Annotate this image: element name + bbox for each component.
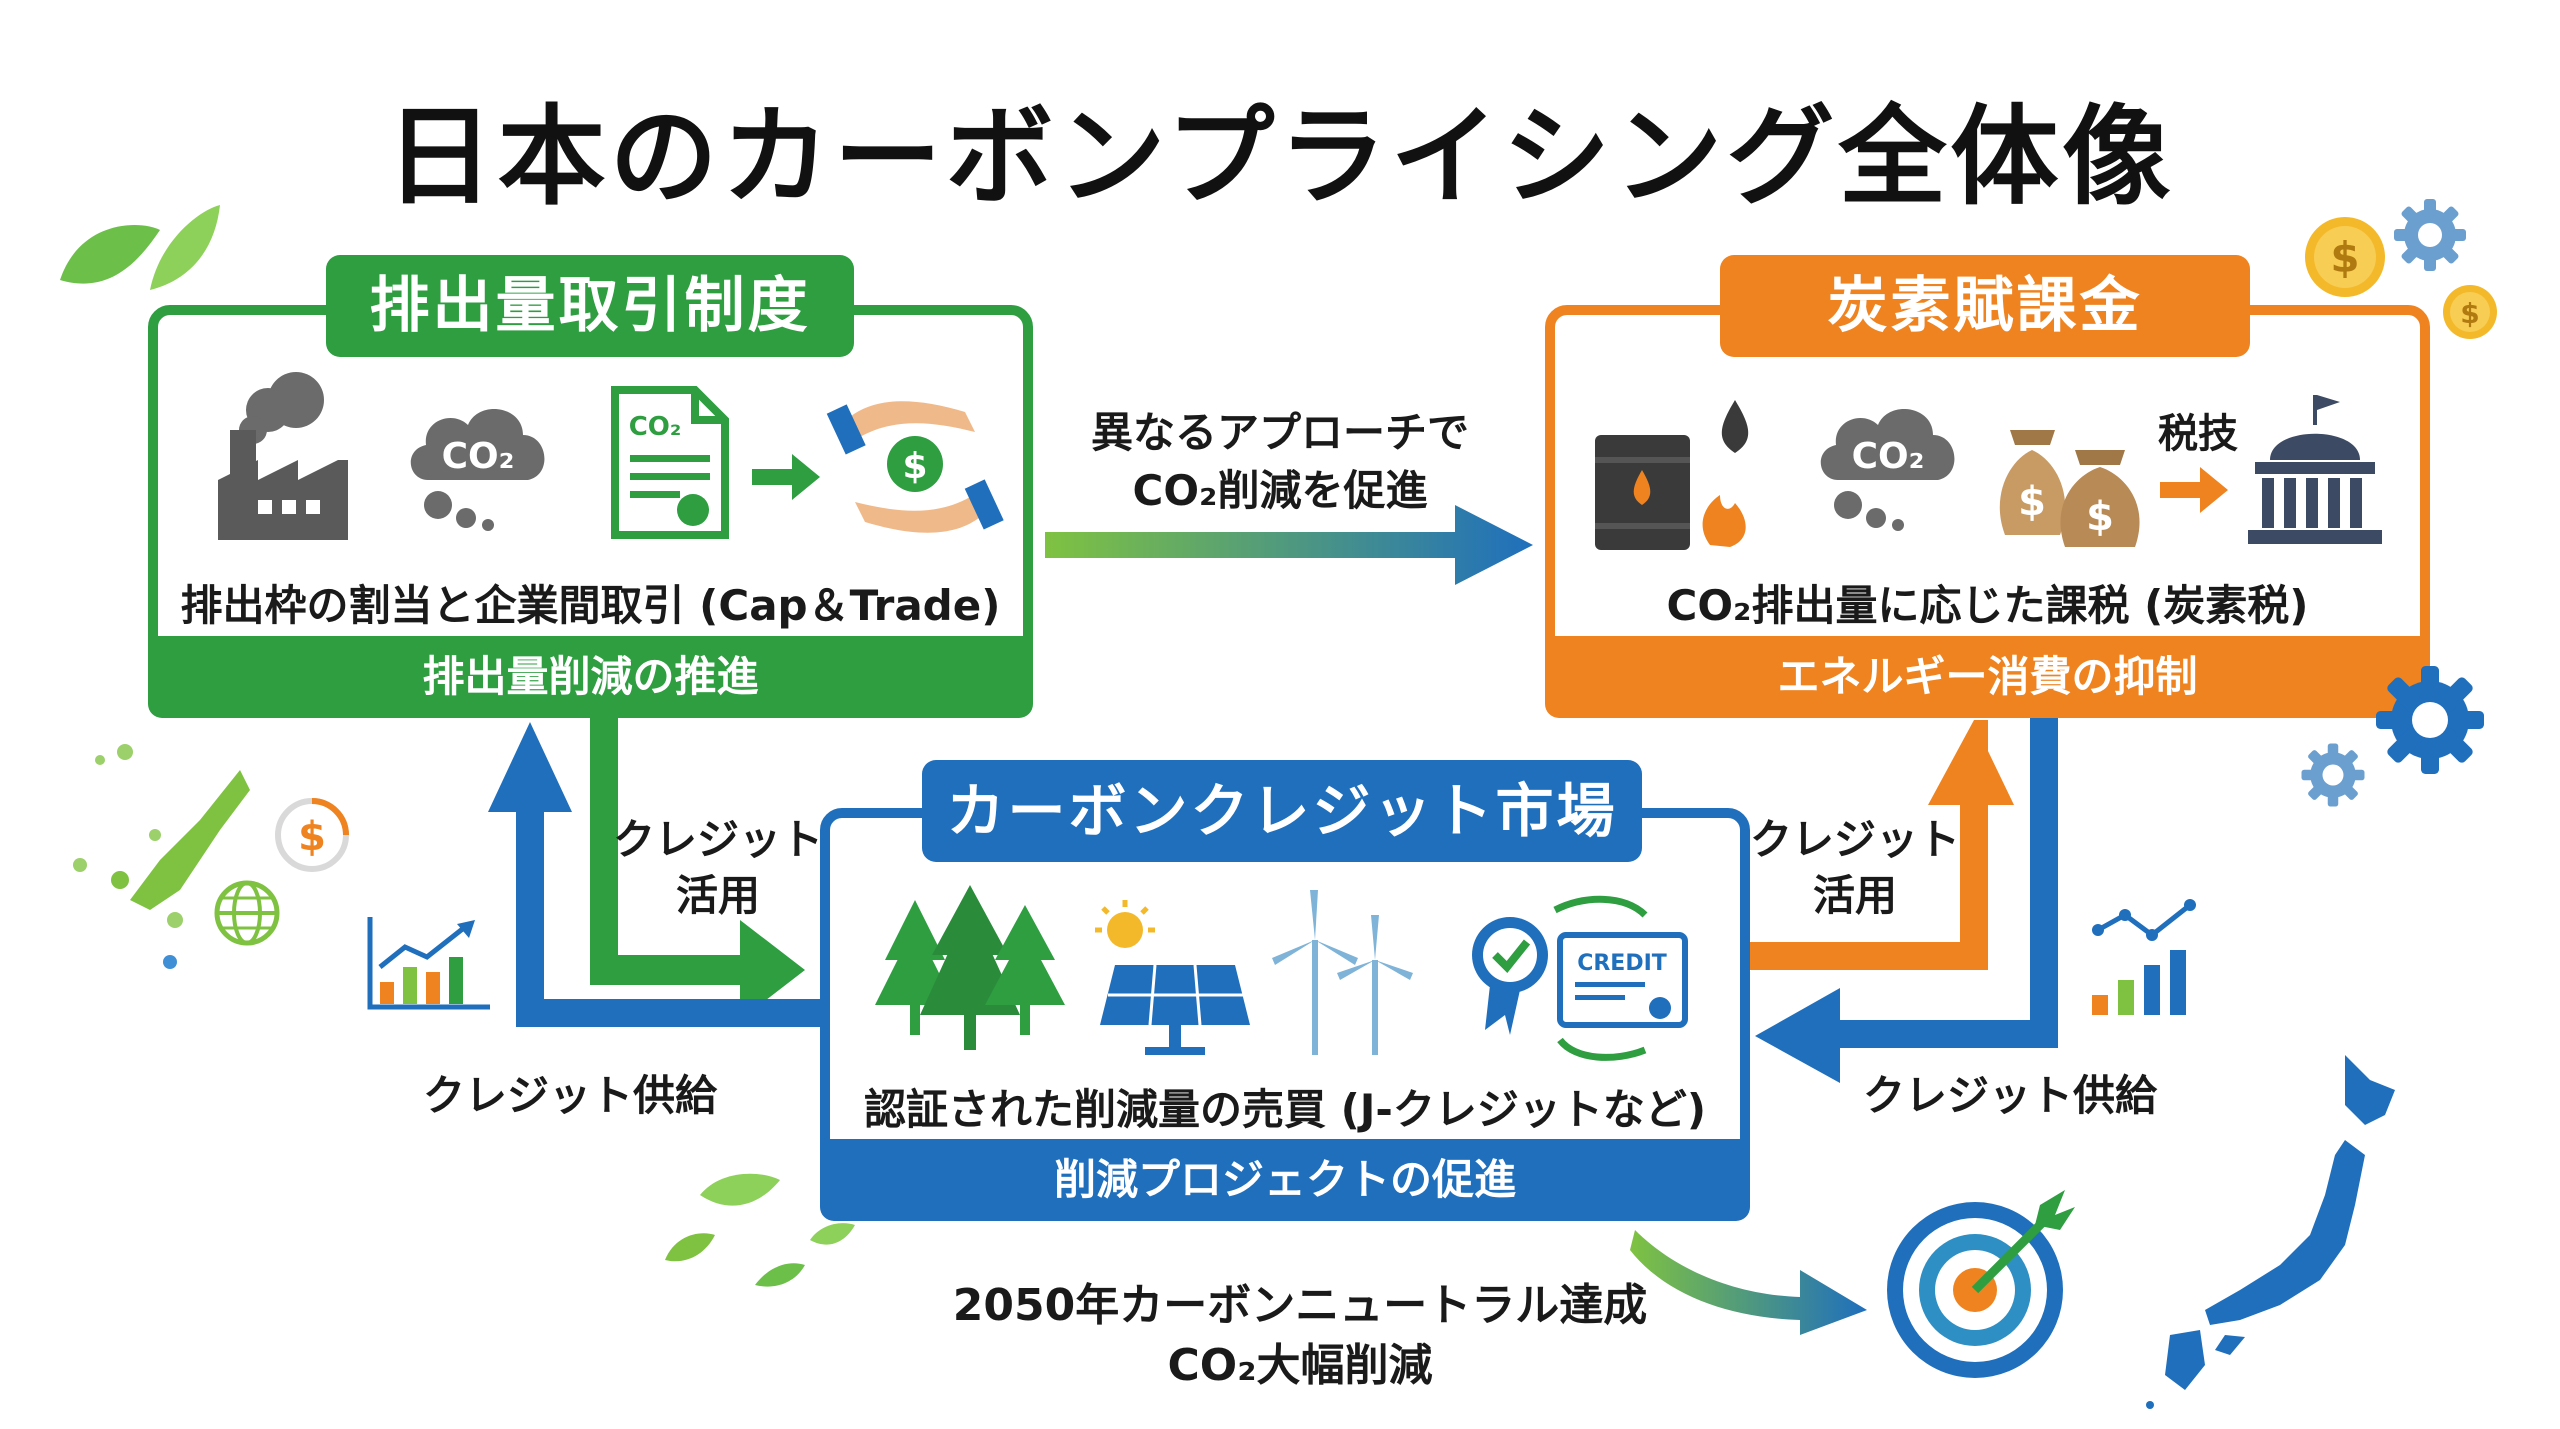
- coin-icon: $: [2305, 217, 2385, 297]
- svg-text:CREDIT: CREDIT: [1577, 951, 1667, 976]
- svg-text:CO₂: CO₂: [1852, 436, 1925, 477]
- left-supply-label: クレジット供給: [422, 1071, 717, 1120]
- goal-arrow: [1630, 1230, 1867, 1335]
- gear-icon: [2394, 199, 2466, 271]
- left-supply-arrow: [488, 722, 820, 1027]
- svg-text:CO₂: CO₂: [442, 436, 515, 477]
- co2-cloud-icon: CO₂: [410, 408, 545, 531]
- oil-barrel-icon: [1595, 400, 1749, 550]
- japan-map-icon: [2146, 1055, 2395, 1409]
- factory-icon: [218, 372, 348, 540]
- svg-text:$: $: [902, 446, 927, 487]
- credit-certificate-icon: CREDIT: [1472, 895, 1688, 1061]
- bar-chart-icon: [2092, 899, 2196, 1015]
- left-use-label-line1: クレジット: [612, 815, 823, 864]
- certificate-icon: CO₂: [611, 386, 729, 539]
- leaf-icon: [665, 1173, 855, 1287]
- credit-description: 認証された削減量の売買 (J-クレジットなど): [863, 1085, 1707, 1134]
- left-use-label-line2: 活用: [675, 871, 760, 920]
- government-building-icon: [2248, 395, 2382, 544]
- japan-map-icon: [73, 744, 250, 969]
- right-use-label-line2: 活用: [1812, 871, 1897, 920]
- money-bags-icon: $ $: [1999, 430, 2140, 547]
- arrow-right-icon: [2160, 467, 2228, 513]
- target-icon: [1887, 1190, 2075, 1378]
- goal-line2: CO₂大幅削減: [1167, 1340, 1433, 1391]
- svg-text:$: $: [2086, 494, 2114, 540]
- right-use-label-line1: クレジット: [1749, 815, 1960, 864]
- page-title: 日本のカーボンプライシング全体像: [385, 95, 2175, 220]
- tax-label: 税技: [2158, 411, 2238, 457]
- right-supply-label: クレジット供給: [1862, 1071, 2157, 1120]
- goal-line1: 2050年カーボンニュートラル達成: [952, 1280, 1648, 1331]
- ets-footer: 排出量削減の推進: [148, 636, 1033, 718]
- credit-footer: 削減プロジェクトの促進: [820, 1139, 1750, 1221]
- tax-title: 炭素賦課金: [1720, 255, 2250, 357]
- coin-icon: $: [275, 798, 349, 872]
- ets-description: 排出枠の割当と企業間取引 (Cap＆Trade): [180, 581, 1001, 630]
- credit-title: カーボンクレジット市場: [922, 760, 1642, 862]
- coin-icon: $: [2443, 285, 2497, 339]
- left-use-arrow: [590, 715, 805, 1020]
- middle-arrow: [1045, 505, 1533, 585]
- arrow-right-icon: [752, 454, 820, 500]
- svg-text:CO₂: CO₂: [629, 412, 682, 442]
- gear-icon: [2376, 666, 2484, 774]
- co2-cloud-icon: CO₂: [1820, 408, 1955, 531]
- right-supply-arrow: [1755, 718, 2058, 1083]
- middle-label-line1: 異なるアプローチで: [1090, 408, 1469, 457]
- middle-label-line2: CO₂削減を促進: [1132, 466, 1428, 515]
- svg-text:$: $: [2018, 479, 2046, 525]
- svg-text:$: $: [298, 814, 326, 860]
- tax-description: CO₂排出量に応じた課税 (炭素税): [1666, 581, 2309, 630]
- solar-panel-icon: [1095, 900, 1250, 1055]
- ets-title: 排出量取引制度: [326, 255, 854, 357]
- leaf-icon: [60, 205, 220, 290]
- gear-icon: [2301, 743, 2365, 807]
- svg-text:$: $: [2330, 233, 2359, 282]
- wind-turbine-icon: [1272, 890, 1413, 1055]
- forest-icon: [875, 885, 1065, 1050]
- right-use-arrow: [1750, 720, 2014, 970]
- tax-footer: エネルギー消費の抑制: [1545, 636, 2430, 718]
- svg-text:$: $: [2460, 297, 2479, 330]
- money-hands-icon: $: [826, 401, 1004, 533]
- bar-chart-icon: [367, 917, 490, 1010]
- globe-icon: [214, 880, 280, 946]
